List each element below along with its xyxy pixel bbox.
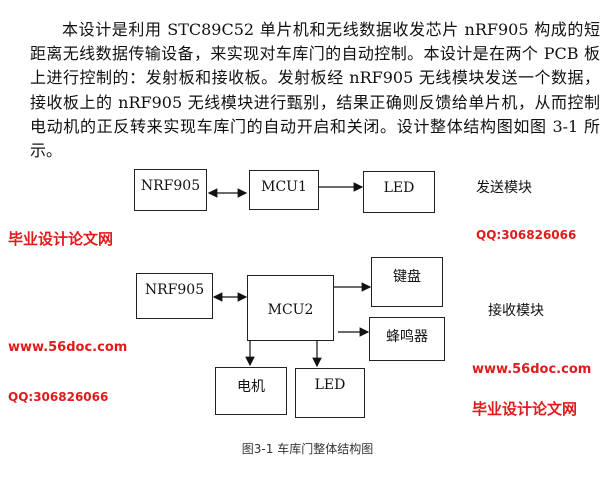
send-module-label: 发送模块 (476, 180, 532, 196)
watermark-url: www.56doc.com (472, 362, 592, 377)
watermark-qq: QQ:306826066 (8, 390, 109, 404)
box-label: 蜂鸣器 (386, 329, 428, 345)
receive-nrf905-box: NRF905 (136, 273, 213, 319)
send-nrf905-box: NRF905 (134, 169, 207, 211)
buzzer-box: 蜂鸣器 (369, 317, 445, 361)
box-label: MCU2 (267, 302, 314, 318)
motor-box: 电机 (215, 367, 287, 415)
mcu2-box: MCU2 (247, 275, 334, 341)
mcu1-box: MCU1 (249, 170, 319, 210)
box-label: 键盘 (393, 269, 421, 285)
figure-caption: 图3-1 车库门整体结构图 (241, 442, 374, 456)
receive-module-label: 接收模块 (488, 303, 544, 319)
send-led-box: LED (363, 171, 435, 213)
receive-led-box: LED (295, 368, 365, 418)
box-label: NRF905 (140, 178, 201, 194)
watermark-qq: QQ:306826066 (476, 228, 577, 242)
box-label: LED (314, 377, 346, 393)
keyboard-box: 键盘 (371, 257, 443, 307)
box-label: MCU1 (261, 179, 307, 195)
watermark-site: 毕业设计论文网 (8, 230, 114, 248)
watermark-site: 毕业设计论文网 (472, 400, 578, 418)
body-paragraph: 本设计是利用 STC89C52 单片机和无线数据收发芯片 nRF905 构成的短… (30, 20, 600, 161)
box-label: 电机 (237, 379, 265, 395)
box-label: LED (383, 180, 415, 196)
watermark-url: www.56doc.com (8, 340, 128, 355)
box-label: NRF905 (144, 282, 205, 298)
